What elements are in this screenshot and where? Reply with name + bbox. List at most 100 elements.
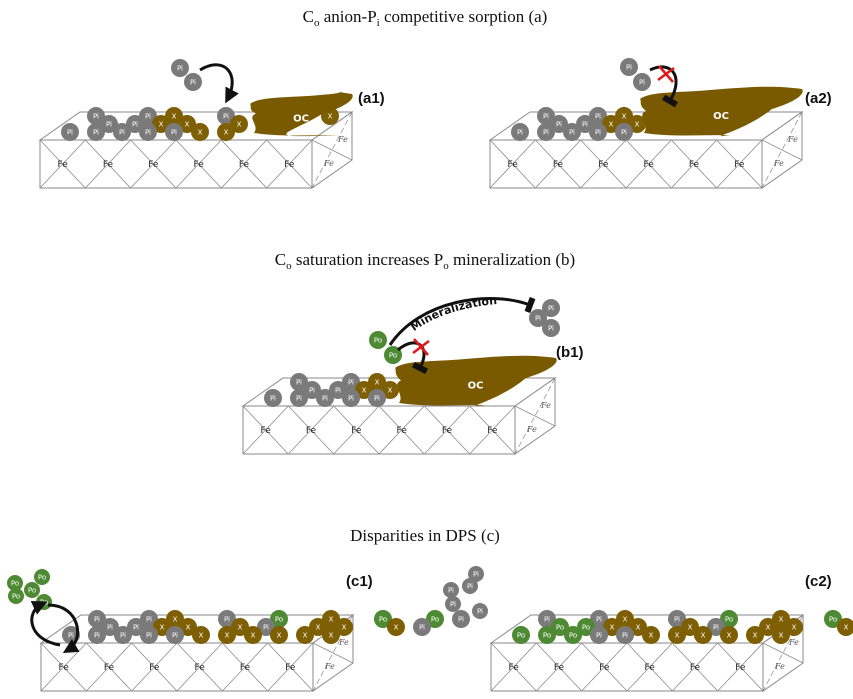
lattice-line [717,642,741,668]
particle-label: Pi [477,608,483,616]
section-title-b: Co saturation increases Po mineralizatio… [275,250,575,272]
particle-circle [615,107,633,125]
lattice-line [265,429,289,455]
particle-circle [87,123,105,141]
particle-label: X [779,632,784,640]
particle-label: Pi [335,387,341,395]
lattice-line [130,139,154,165]
particle-label: Pi [348,395,354,403]
particle-label: Po [543,632,551,640]
particle-x: X [322,626,340,644]
lattice-line [222,642,246,668]
organic-carbon-patch: OC [640,86,803,137]
particle-pi: Pi [217,107,235,125]
lattice-line [693,163,717,189]
particle-circle [472,603,488,619]
particle-label: X [610,624,615,632]
fe-label: Fe [442,426,453,436]
particle-x: X [785,618,803,636]
particle-circle [589,123,607,141]
panel-label: (a1) [358,90,385,107]
particle-label: X [328,113,333,121]
particle-circle [616,610,634,628]
particle-circle [563,123,581,141]
particle-circle [88,610,106,628]
particle-circle [316,389,334,407]
lattice-line [289,163,313,189]
lattice-line [85,139,109,165]
particle-x: X [616,610,634,628]
particle-pi: Pi [316,389,334,407]
particle-circle [384,346,402,364]
particle-label: Pi [458,616,464,624]
particle-label: Pi [595,129,601,137]
particle-label: Pi [190,79,196,87]
particle-label: X [238,624,243,632]
particle-circle [452,610,470,628]
particle-x: X [165,107,183,125]
particle-pi: Pi [542,299,560,317]
particle-circle [179,618,197,636]
particle-x: X [179,618,197,636]
particle-circle [309,618,327,636]
particle-label: X [173,616,178,624]
particle-pi: Pi [100,115,118,133]
particle-circle [720,610,738,628]
particle-label: Pi [374,395,380,403]
particle-circle [101,618,119,636]
organic-carbon-shape [250,91,353,137]
particle-label: X [316,624,321,632]
particle-circle [529,309,547,327]
particle-circle [620,58,638,76]
particle-label: X [623,616,628,624]
particle-label: X [792,624,797,632]
fe-label: Fe [104,663,115,673]
particle-pi: Pi [468,566,484,582]
lattice-line [40,642,64,668]
lattice-line [535,163,559,189]
lattice-line [492,429,516,455]
lattice-line [694,642,718,668]
lattice-line [512,163,536,189]
particle-x: X [270,626,288,644]
particle-circle [218,610,236,628]
particle-circle [538,610,556,628]
particle-x: X [244,626,262,644]
particle-circle [7,575,23,591]
panel-label: (c1) [346,573,373,590]
particle-label: X [225,632,230,640]
particle-label: Pi [296,379,302,387]
particle-po: Po [577,618,595,636]
lattice-line [625,139,649,165]
particle-label: Pi [67,129,73,137]
particle-circle [603,618,621,636]
lattice-line [401,429,425,455]
particle-pi: Pi [165,123,183,141]
lattice-line [716,139,740,165]
particle-pi: Pi [590,610,608,628]
lattice-line [625,163,649,189]
particle-circle [462,578,478,594]
lattice-line [108,666,132,692]
particle-x: X [772,610,790,628]
cross-stroke [657,67,675,81]
lattice-line [514,405,556,427]
particle-circle [537,123,555,141]
particle-label: X [185,121,190,129]
particle-label: Po [389,352,397,360]
particle-x: X [746,626,764,644]
particle-label: Po [38,574,46,582]
particle-label: X [160,624,165,632]
lattice-line [310,405,334,431]
fe-label: Fe [554,663,565,673]
particle-label: Pi [309,387,315,395]
particle-pi: Pi [166,626,184,644]
lattice-line [536,642,560,668]
particle-circle [87,107,105,125]
particle-circle [537,107,555,125]
lattice-line [265,405,289,431]
lattice-line [513,666,537,692]
particle-circle [165,107,183,125]
cross-stroke [412,340,430,354]
particle-x: X [217,123,235,141]
